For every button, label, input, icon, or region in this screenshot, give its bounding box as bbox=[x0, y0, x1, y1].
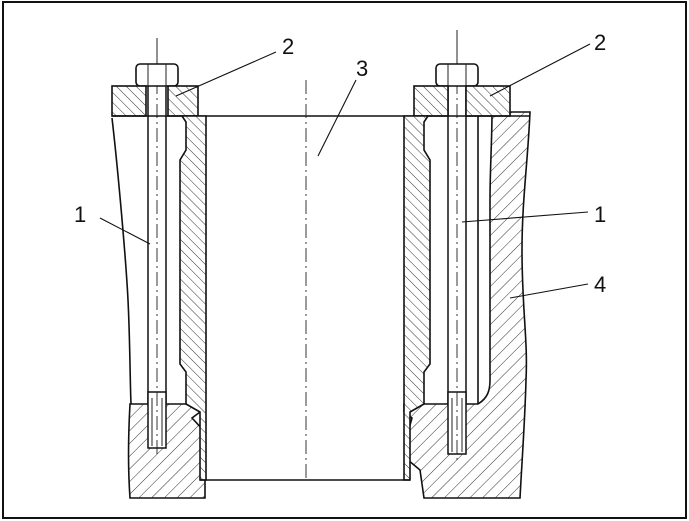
stud-right bbox=[447, 30, 467, 460]
leader-liner bbox=[317, 79, 357, 157]
leader-stud-left bbox=[99, 217, 151, 245]
leader-washer-left bbox=[175, 51, 277, 97]
label-stud-left: 1 bbox=[74, 202, 86, 227]
label-stud-right: 1 bbox=[594, 202, 606, 227]
nut-right bbox=[435, 63, 479, 87]
leader-block bbox=[509, 283, 589, 299]
stud-left bbox=[147, 38, 167, 455]
leader-stud-right bbox=[461, 211, 589, 223]
engine-block bbox=[111, 111, 531, 499]
label-washer-right: 2 bbox=[594, 30, 606, 55]
washer-right bbox=[413, 85, 511, 117]
leader-washer-right bbox=[489, 43, 591, 97]
label-block: 4 bbox=[594, 272, 606, 297]
nut-left bbox=[135, 63, 179, 87]
cylinder-liner bbox=[179, 80, 431, 481]
label-liner: 3 bbox=[356, 56, 368, 81]
label-washer-left: 2 bbox=[282, 34, 294, 59]
